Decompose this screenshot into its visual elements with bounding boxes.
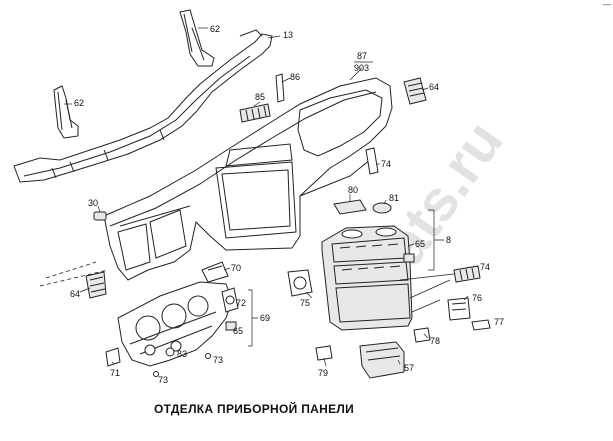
callout-74-lower: 74	[480, 262, 490, 272]
part-64-left-vent	[85, 271, 107, 299]
callout-72: 72	[236, 298, 246, 308]
callout-62-right: 62	[210, 24, 220, 34]
part-81-knob	[372, 202, 392, 214]
part-74-upper	[365, 147, 379, 175]
callout-81: 81	[389, 193, 399, 203]
instrument-cluster-panel	[117, 281, 233, 367]
callout-76: 76	[472, 293, 482, 303]
callout-74-upper: 74	[381, 159, 391, 169]
callout-73-right: 73	[213, 355, 223, 365]
part-64-right-vent	[403, 77, 427, 105]
callout-73-left: 73	[158, 375, 168, 385]
callout-65-left: 65	[233, 326, 243, 336]
callout-71: 71	[110, 368, 120, 378]
corner-mark: —	[603, 0, 611, 9]
callout-65-right: 65	[415, 239, 425, 249]
callout-13: 13	[283, 30, 293, 40]
part-78-plate	[413, 327, 431, 343]
part-80-cover	[333, 199, 367, 215]
part-74-switch-block	[453, 265, 481, 283]
part-85-vent	[239, 103, 271, 123]
callout-83: 83	[177, 349, 187, 359]
callout-77: 77	[494, 317, 504, 327]
dashboard-body	[103, 77, 393, 281]
part-70-switch	[201, 261, 229, 283]
callout-80: 80	[348, 185, 358, 195]
part-57-tray	[359, 341, 405, 379]
part-30-clip	[93, 211, 107, 221]
callout-87: 87	[357, 51, 367, 61]
callout-75: 75	[300, 298, 310, 308]
part-79-plate	[315, 345, 333, 361]
callout-85: 85	[255, 92, 265, 102]
part-65-right-clip	[403, 253, 415, 263]
part-86	[275, 73, 285, 103]
callout-8: 8	[446, 235, 451, 245]
center-console-panel	[321, 225, 413, 331]
callout-64-left: 64	[70, 289, 80, 299]
crossmember-frame	[13, 9, 273, 183]
part-72-bracket	[221, 287, 239, 313]
callout-903: 903	[354, 63, 369, 73]
diagram-caption: ОТДЕЛКА ПРИБОРНОЙ ПАНЕЛИ	[153, 402, 355, 416]
part-75-speaker	[287, 269, 313, 297]
callout-62-left: 62	[74, 98, 84, 108]
leader-lines	[64, 27, 479, 367]
callout-79: 79	[318, 368, 328, 378]
part-73-screws	[153, 353, 211, 377]
callout-70: 70	[231, 263, 241, 273]
part-83-fastener	[165, 347, 175, 357]
guide-line	[39, 261, 109, 287]
callout-86: 86	[290, 72, 300, 82]
callout-30: 30	[88, 198, 98, 208]
part-65-left-switch	[225, 321, 237, 331]
callout-57: 57	[404, 363, 414, 373]
part-76-panel	[447, 297, 471, 321]
part-77-plate	[471, 319, 491, 331]
callout-69: 69	[260, 313, 270, 323]
callout-78: 78	[430, 336, 440, 346]
callout-64-right: 64	[429, 82, 439, 92]
callouts: 62 62 13 86 87 903 64 85 74 30 80 81 8 6…	[70, 24, 504, 385]
part-71-knob	[105, 347, 121, 367]
